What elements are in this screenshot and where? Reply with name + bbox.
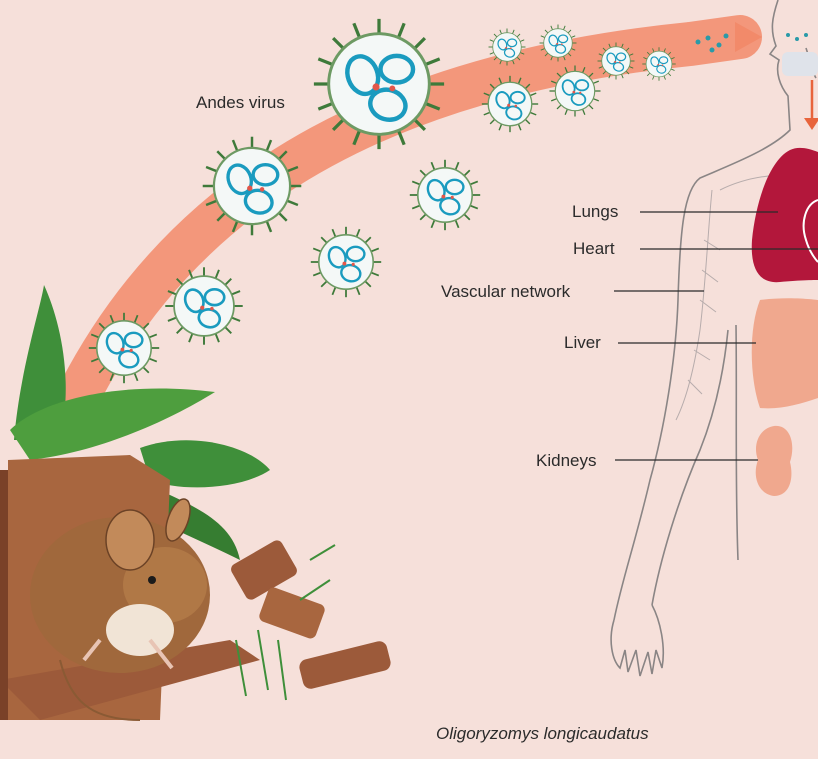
virus-label: Andes virus xyxy=(196,94,285,111)
kidney-shape xyxy=(756,426,793,496)
liver-shape xyxy=(752,298,818,408)
species-caption: Oligoryzomys longicaudatus xyxy=(436,724,649,744)
mouth-area xyxy=(782,52,818,76)
liver-label: Liver xyxy=(564,334,601,351)
kidneys-label: Kidneys xyxy=(536,452,596,469)
heart-label: Heart xyxy=(573,240,615,257)
lungs-shape xyxy=(752,148,818,282)
lungs-label: Lungs xyxy=(572,203,618,220)
vascular-network-label: Vascular network xyxy=(441,283,570,300)
